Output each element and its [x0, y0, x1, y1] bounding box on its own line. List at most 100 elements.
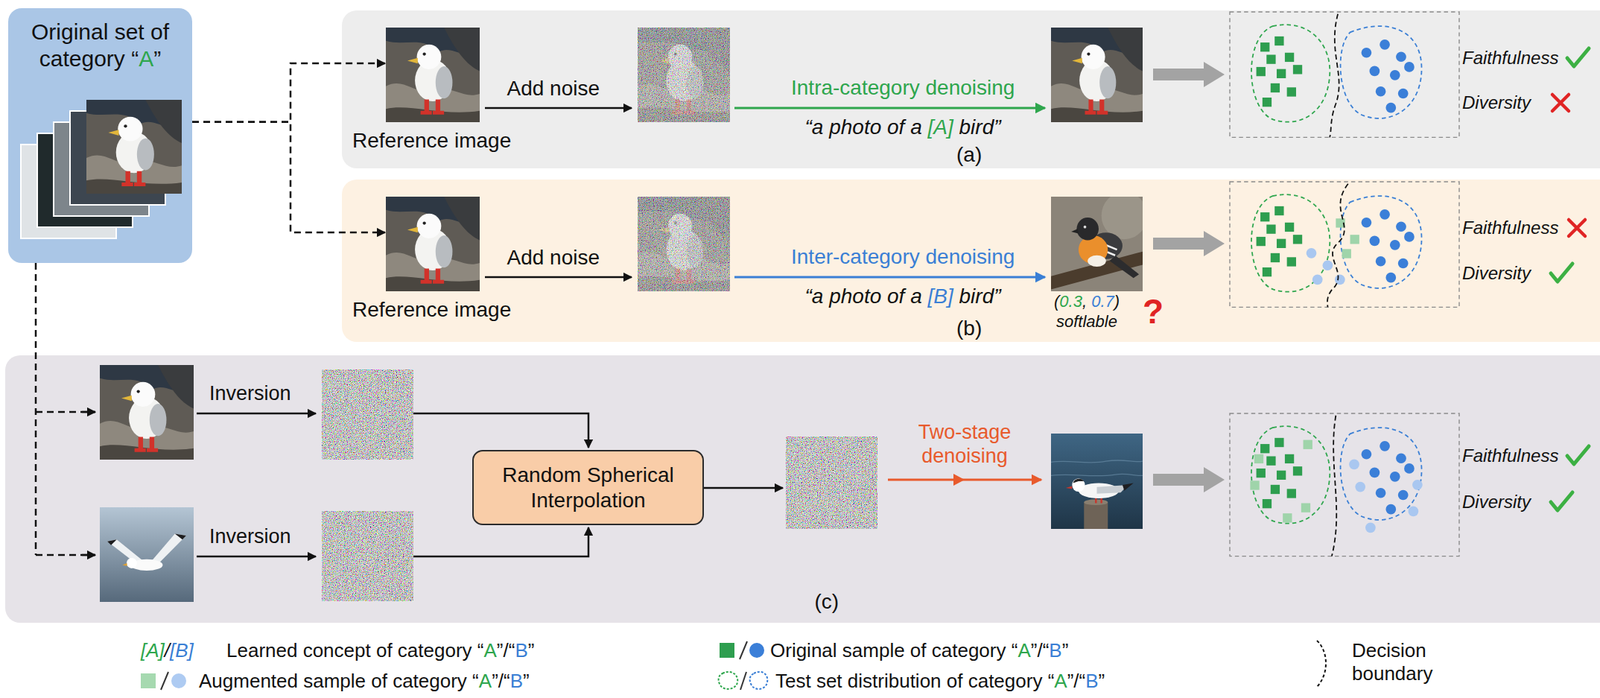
soft-label-text-holder: softlable	[1056, 312, 1118, 332]
scatter-plot-part	[1282, 513, 1292, 523]
process-box: Random Spherical Interpolation	[472, 449, 704, 526]
question-mark-holder: ?	[1142, 291, 1164, 333]
category-letter: A	[1054, 669, 1067, 692]
prompt-text-holder: “a photo of a [B] bird”	[805, 283, 1002, 310]
scatter-plot-part	[1306, 248, 1346, 285]
scatter-plot-part	[1301, 502, 1311, 512]
legend-swatches-part	[740, 671, 747, 690]
criterion-label-holder: Diversity	[1462, 491, 1531, 514]
row-c-figure	[35, 262, 1589, 602]
legend-text-holder: Decision boundary	[1351, 639, 1464, 686]
scatter-plot-part	[1229, 413, 1460, 557]
scatter-plot	[1229, 11, 1460, 138]
concept-token: [A]	[928, 115, 954, 139]
criterion-label: Faithfulness	[1462, 47, 1559, 70]
panel-label: (a)	[956, 142, 982, 168]
category-letter: A	[483, 639, 497, 662]
image-caption-holder: Reference image	[352, 297, 511, 323]
arrow-head	[953, 473, 965, 486]
criterion-label-holder: Diversity	[1462, 262, 1531, 285]
criterion-label: Faithfulness	[1462, 445, 1559, 468]
arrow	[81, 554, 96, 557]
check-mark	[1550, 492, 1573, 511]
process-label: Random Spherical Interpolation	[484, 462, 693, 513]
photo-thumbnail	[385, 196, 480, 292]
scatter-plot-part	[1408, 506, 1419, 517]
legend-swatches-part	[719, 642, 735, 658]
image-stack	[20, 99, 182, 239]
question-mark: ?	[1142, 291, 1164, 333]
block-arrow	[1153, 467, 1225, 493]
category-letter: B	[1085, 669, 1098, 692]
scatter-plot-part	[1322, 259, 1334, 271]
arrow	[484, 107, 632, 110]
image-caption: Reference image	[352, 128, 511, 154]
panel-label: (c)	[814, 589, 840, 615]
panel-label-holder: (b)	[956, 315, 982, 342]
category-letter: B	[514, 639, 528, 662]
arrow	[196, 412, 316, 415]
image-caption: Reference image	[352, 297, 511, 323]
scatter-plot-part	[1412, 479, 1423, 491]
panel-label-holder: (c)	[814, 589, 840, 615]
dashed-connector	[192, 63, 386, 123]
arrow	[81, 411, 96, 414]
criterion-label: Diversity	[1462, 491, 1531, 514]
noise-image-part	[637, 27, 730, 123]
category-letter: B	[1048, 639, 1062, 662]
scatter-plot-part	[1312, 274, 1323, 286]
value-highlight: 0.7	[1091, 291, 1115, 311]
legend-text: Original sample of category “A”/“B”	[770, 639, 1069, 663]
category-letter: A	[1017, 639, 1031, 662]
criterion-label-holder: Diversity	[1462, 92, 1531, 114]
step-label: Inversion	[209, 524, 292, 549]
criterion-label-holder: Faithfulness	[1462, 47, 1559, 70]
noise-image	[321, 369, 414, 460]
scatter-plot	[1229, 181, 1460, 307]
concept-token: [B]	[169, 639, 194, 662]
legend-swatches-part	[739, 641, 748, 660]
arrow	[734, 276, 1046, 279]
scatter-plot-part	[1249, 480, 1259, 490]
legend-swatches-part	[750, 671, 768, 690]
prompt-text-holder: “a photo of a [A] bird”	[805, 114, 1002, 141]
scatter-plot-part	[1329, 14, 1340, 138]
legend-swatches-part	[171, 673, 187, 689]
check-mark	[1567, 48, 1589, 67]
legend-text-holder: Augmented sample of category “A”/“B”	[198, 669, 530, 693]
step-label-holder: Intra-category denoising	[791, 75, 1015, 101]
criterion-label-holder: Faithfulness	[1462, 217, 1559, 240]
step-label-holder: Add noise	[507, 245, 601, 271]
scatter-plot-part	[1254, 454, 1264, 464]
legend-text-holder: Test set distribution of category “A”/“B…	[775, 669, 1105, 693]
legend-swatches-part	[749, 642, 765, 658]
dashed-connector	[192, 122, 386, 233]
arrow	[413, 527, 589, 557]
scatter-plot-part	[1365, 522, 1376, 533]
step-label: Intra-category denoising	[791, 75, 1015, 101]
legend-text: Augmented sample of category “A”/“B”	[198, 669, 530, 693]
scatter-plot-part	[1348, 459, 1360, 471]
scatter-plot-part	[1251, 194, 1422, 292]
check-mark	[1550, 263, 1573, 282]
scatter-plot-part	[1331, 415, 1337, 557]
scatter-plot	[1229, 413, 1460, 557]
cross-mark	[1568, 219, 1586, 237]
legend-key-text-holder: [A]/[B]	[140, 639, 194, 663]
scatter-plot-part	[1335, 218, 1359, 258]
image-caption-holder: Reference image	[352, 128, 511, 154]
photo-thumbnail	[1051, 27, 1143, 123]
scatter-plot-part	[1229, 181, 1460, 307]
soft-label-value-holder: (0.3, 0.7)	[1054, 291, 1120, 312]
legend-swatches-part	[1316, 640, 1326, 687]
step-label-holder: Two-stage denoising	[893, 420, 1036, 469]
panel-label: (b)	[956, 315, 982, 342]
image-stack-part	[86, 99, 182, 194]
legend-swatches-part	[718, 671, 739, 690]
scatter-plot-part	[1249, 440, 1313, 523]
step-label: Two-stage denoising	[893, 420, 1036, 469]
prompt-text: “a photo of a [B] bird”	[805, 283, 1002, 310]
